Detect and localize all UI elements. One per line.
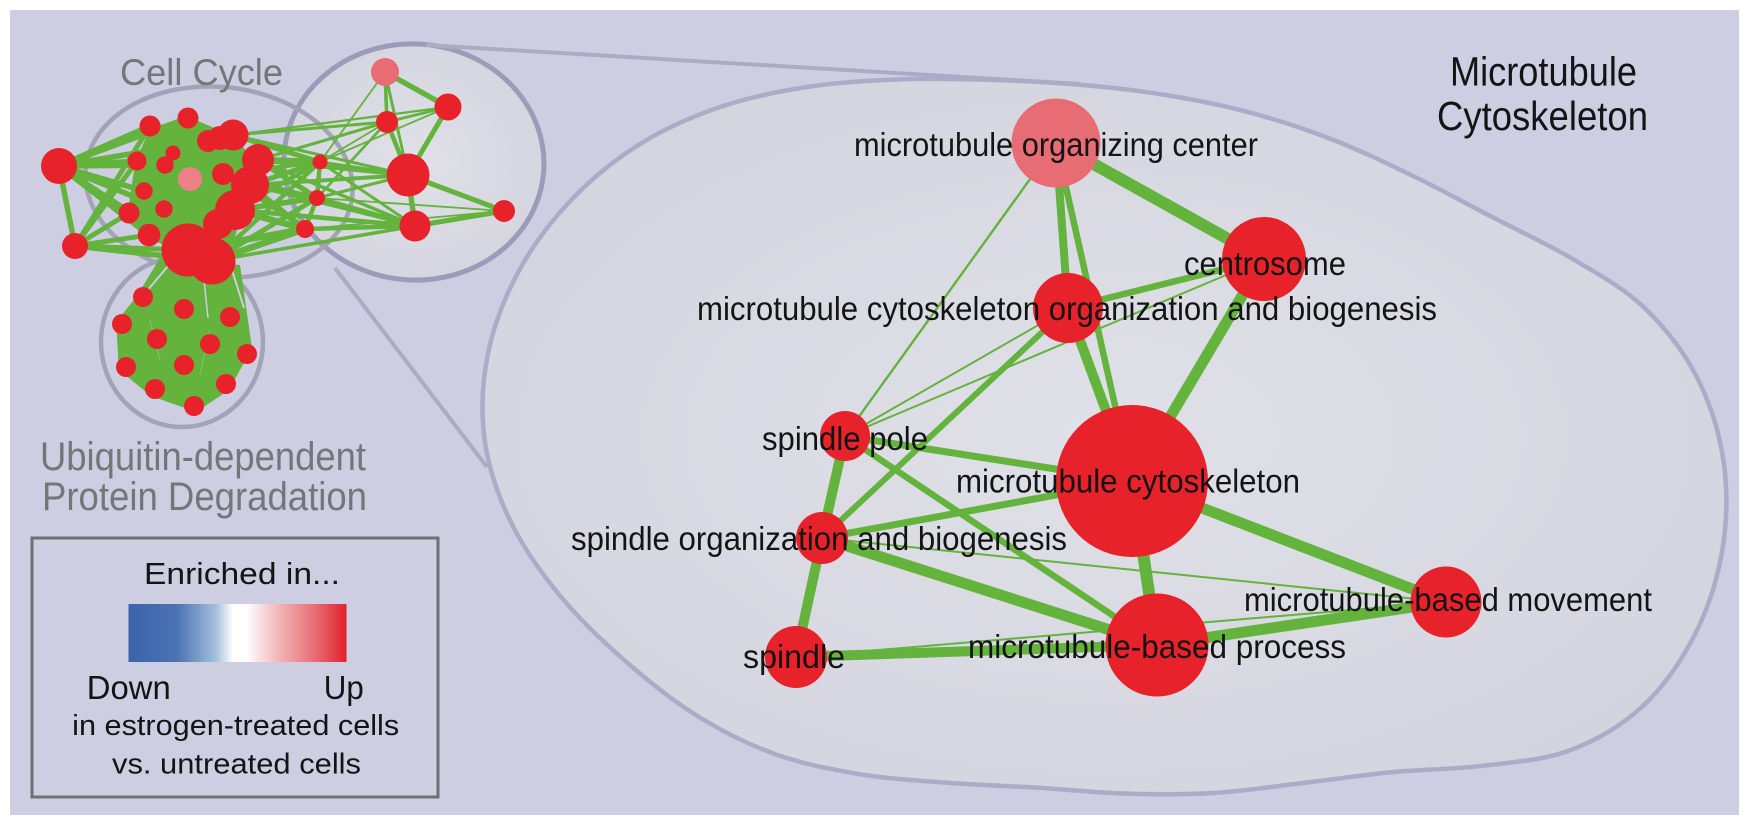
svg-text:microtubule-based movement: microtubule-based movement (1244, 581, 1652, 618)
svg-text:Protein Degradation: Protein Degradation (42, 475, 367, 519)
svg-text:microtubule cytoskeleton: microtubule cytoskeleton (956, 463, 1300, 500)
svg-text:microtubule cytoskeleton organ: microtubule cytoskeleton organization an… (697, 290, 1437, 327)
svg-text:spindle organization and bioge: spindle organization and biogenesis (571, 520, 1067, 557)
svg-text:in estrogen-treated cells: in estrogen-treated cells (72, 710, 399, 742)
svg-text:centrosome: centrosome (1184, 245, 1346, 282)
svg-text:Ubiquitin-dependent: Ubiquitin-dependent (40, 435, 366, 479)
svg-text:Cell Cycle: Cell Cycle (120, 52, 283, 93)
svg-text:Microtubule: Microtubule (1450, 49, 1637, 95)
svg-text:Down: Down (87, 669, 171, 706)
svg-text:Cytoskeleton: Cytoskeleton (1437, 93, 1648, 139)
svg-text:microtubule-based process: microtubule-based process (968, 628, 1346, 665)
svg-text:Up: Up (324, 669, 364, 706)
svg-text:spindle pole: spindle pole (762, 420, 928, 457)
svg-text:microtubule organizing center: microtubule organizing center (854, 126, 1258, 163)
svg-text:spindle: spindle (743, 638, 845, 675)
svg-text:vs. untreated cells: vs. untreated cells (112, 749, 361, 781)
svg-text:Enriched in...: Enriched in... (144, 556, 340, 591)
